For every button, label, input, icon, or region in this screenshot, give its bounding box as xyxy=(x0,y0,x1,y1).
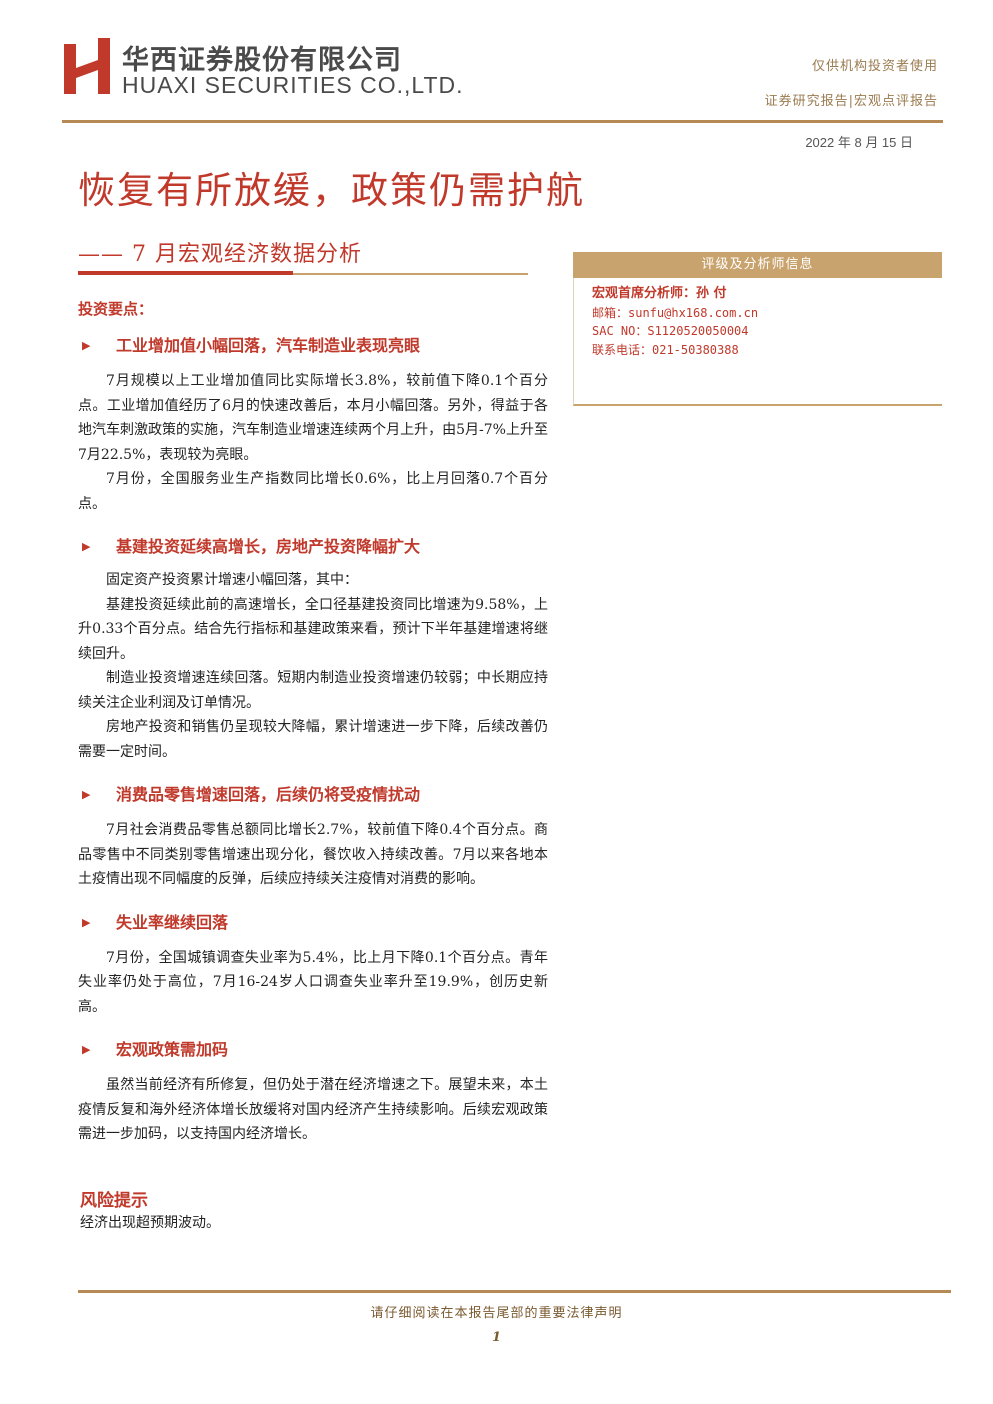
paragraph: 虽然当前经济有所修复，但仍处于潜在经济增速之下。展望未来，本土疫情反复和海外经济… xyxy=(78,1077,548,1142)
company-logo: 华西证券股份有限公司 HUAXI SECURITIES CO.,LTD. xyxy=(62,36,464,106)
page-number: 1 xyxy=(491,1330,502,1345)
paragraph: 基建投资延续此前的高速增长，全口径基建投资同比增速为9.58%，上升0.33个百… xyxy=(78,596,548,662)
section-title: 失业率继续回落 xyxy=(116,912,229,932)
paragraph: 7月规模以上工业增加值同比实际增长3.8%，较前值下降0.1个百分点。工业增加值… xyxy=(78,373,548,463)
section-investment: ▶基建投资延续高增长，房地产投资降幅扩大 固定资产投资累计增速小幅回落，其中： … xyxy=(78,534,548,764)
subtitle-underline-gold xyxy=(293,273,528,275)
analyst-phone: 联系电话：021-50380388 xyxy=(592,343,739,357)
investment-points-heading: 投资要点： xyxy=(78,300,154,318)
analyst-email[interactable]: 邮箱：sunfu@hx168.com.cn xyxy=(592,306,759,320)
company-name-en: HUAXI SECURITIES CO.,LTD. xyxy=(122,72,464,98)
section-consumption: ▶ 消费品零售增速回落，后续仍将受疫情扰动 7月社会消费品零售总额同比增长2.7%… xyxy=(78,782,548,892)
company-name-cn: 华西证券股份有限公司 xyxy=(122,45,402,76)
triangle-bullet-icon: ▶ xyxy=(82,339,91,352)
section-title: 宏观政策需加码 xyxy=(116,1040,229,1059)
subtitle-underline-red xyxy=(78,271,293,275)
section-title: 工业增加值小幅回落，汽车制造业表现亮眼 xyxy=(116,336,421,355)
paragraph: 房地产投资和销售仍呈现较大降幅，累计增速进一步下降，后续改善仍需要一定时间。 xyxy=(78,719,548,760)
paragraph: 7月社会消费品零售总额同比增长2.7%，较前值下降0.4个百分点。商品零售中不同… xyxy=(78,822,548,887)
risk-heading: 风险提示 xyxy=(80,1191,148,1211)
report-date: 2022 年 8 月 15 日 xyxy=(805,135,913,150)
huaxi-logo-icon xyxy=(64,38,110,94)
audience-note: 仅供机构投资者使用 xyxy=(811,59,938,74)
section-heading: ▶ 失业率继续回落 xyxy=(78,910,548,936)
paragraph: 固定资产投资累计增速小幅回落，其中： xyxy=(106,572,358,588)
triangle-bullet-icon: ▶ xyxy=(82,915,91,929)
section-unemployment: ▶ 失业率继续回落 7月份，全国城镇调查失业率为5.4%，比上月下降0.1个百分点… xyxy=(78,910,548,1020)
section-title: 基建投资延续高增长，房地产投资降幅扩大 xyxy=(116,537,421,556)
header-divider xyxy=(62,120,943,123)
triangle-bullet-icon: ▶ xyxy=(82,788,91,801)
paragraph: 7月份，全国服务业生产指数同比增长0.6%，比上月回落0.7个百分点。 xyxy=(78,471,548,512)
paragraph: 7月份，全国城镇调查失业率为5.4%，比上月下降0.1个百分点。青年失业率仍处于… xyxy=(78,949,548,1015)
risk-text: 经济出现超预期波动。 xyxy=(80,1215,220,1231)
section-policy: ▶ 宏观政策需加码 虽然当前经济有所修复，但仍处于潜在经济增速之下。展望未来，本土… xyxy=(78,1037,548,1147)
analyst-info-header: 评级及分析师信息 xyxy=(573,252,942,278)
report-title: 恢复有所放缓，政策仍需护航 xyxy=(78,169,585,212)
analyst-sac: SAC NO：S1120520050004 xyxy=(592,324,749,338)
section-heading: ▶ 消费品零售增速回落，后续仍将受疫情扰动 xyxy=(78,782,548,808)
investment-points: 投资要点： ▶ 工业增加值小幅回落，汽车制造业表现亮眼 7月规模以上工业增加值同比… xyxy=(78,298,548,1147)
report-subtitle: —— 7 月宏观经济数据分析 xyxy=(78,242,362,267)
legal-notice: 请仔细阅读在本报告尾部的重要法律声明 xyxy=(370,1306,623,1321)
report-type: 证券研究报告|宏观点评报告 xyxy=(764,94,938,109)
analyst-info-box: 宏观首席分析师：孙 付 邮箱：sunfu@hx168.com.cn SAC NO… xyxy=(573,278,942,406)
triangle-bullet-icon: ▶ xyxy=(82,540,91,553)
paragraph: 制造业投资增速连续回落。短期内制造业投资增速仍较弱；中长期应持续关注企业利润及订… xyxy=(78,670,548,711)
footer-divider xyxy=(78,1290,951,1293)
section-industry: ▶ 工业增加值小幅回落，汽车制造业表现亮眼 7月规模以上工业增加值同比实际增长3.… xyxy=(78,333,548,516)
section-heading: ▶ 宏观政策需加码 xyxy=(78,1037,548,1063)
analyst-name: 宏观首席分析师：孙 付 xyxy=(592,286,727,301)
triangle-bullet-icon: ▶ xyxy=(82,1043,91,1056)
section-heading: ▶ 基建投资延续高增长，房地产投资降幅扩大 xyxy=(78,534,548,560)
section-heading: ▶ 工业增加值小幅回落，汽车制造业表现亮眼 xyxy=(78,333,548,359)
section-title: 消费品零售增速回落，后续仍将受疫情扰动 xyxy=(116,785,421,804)
